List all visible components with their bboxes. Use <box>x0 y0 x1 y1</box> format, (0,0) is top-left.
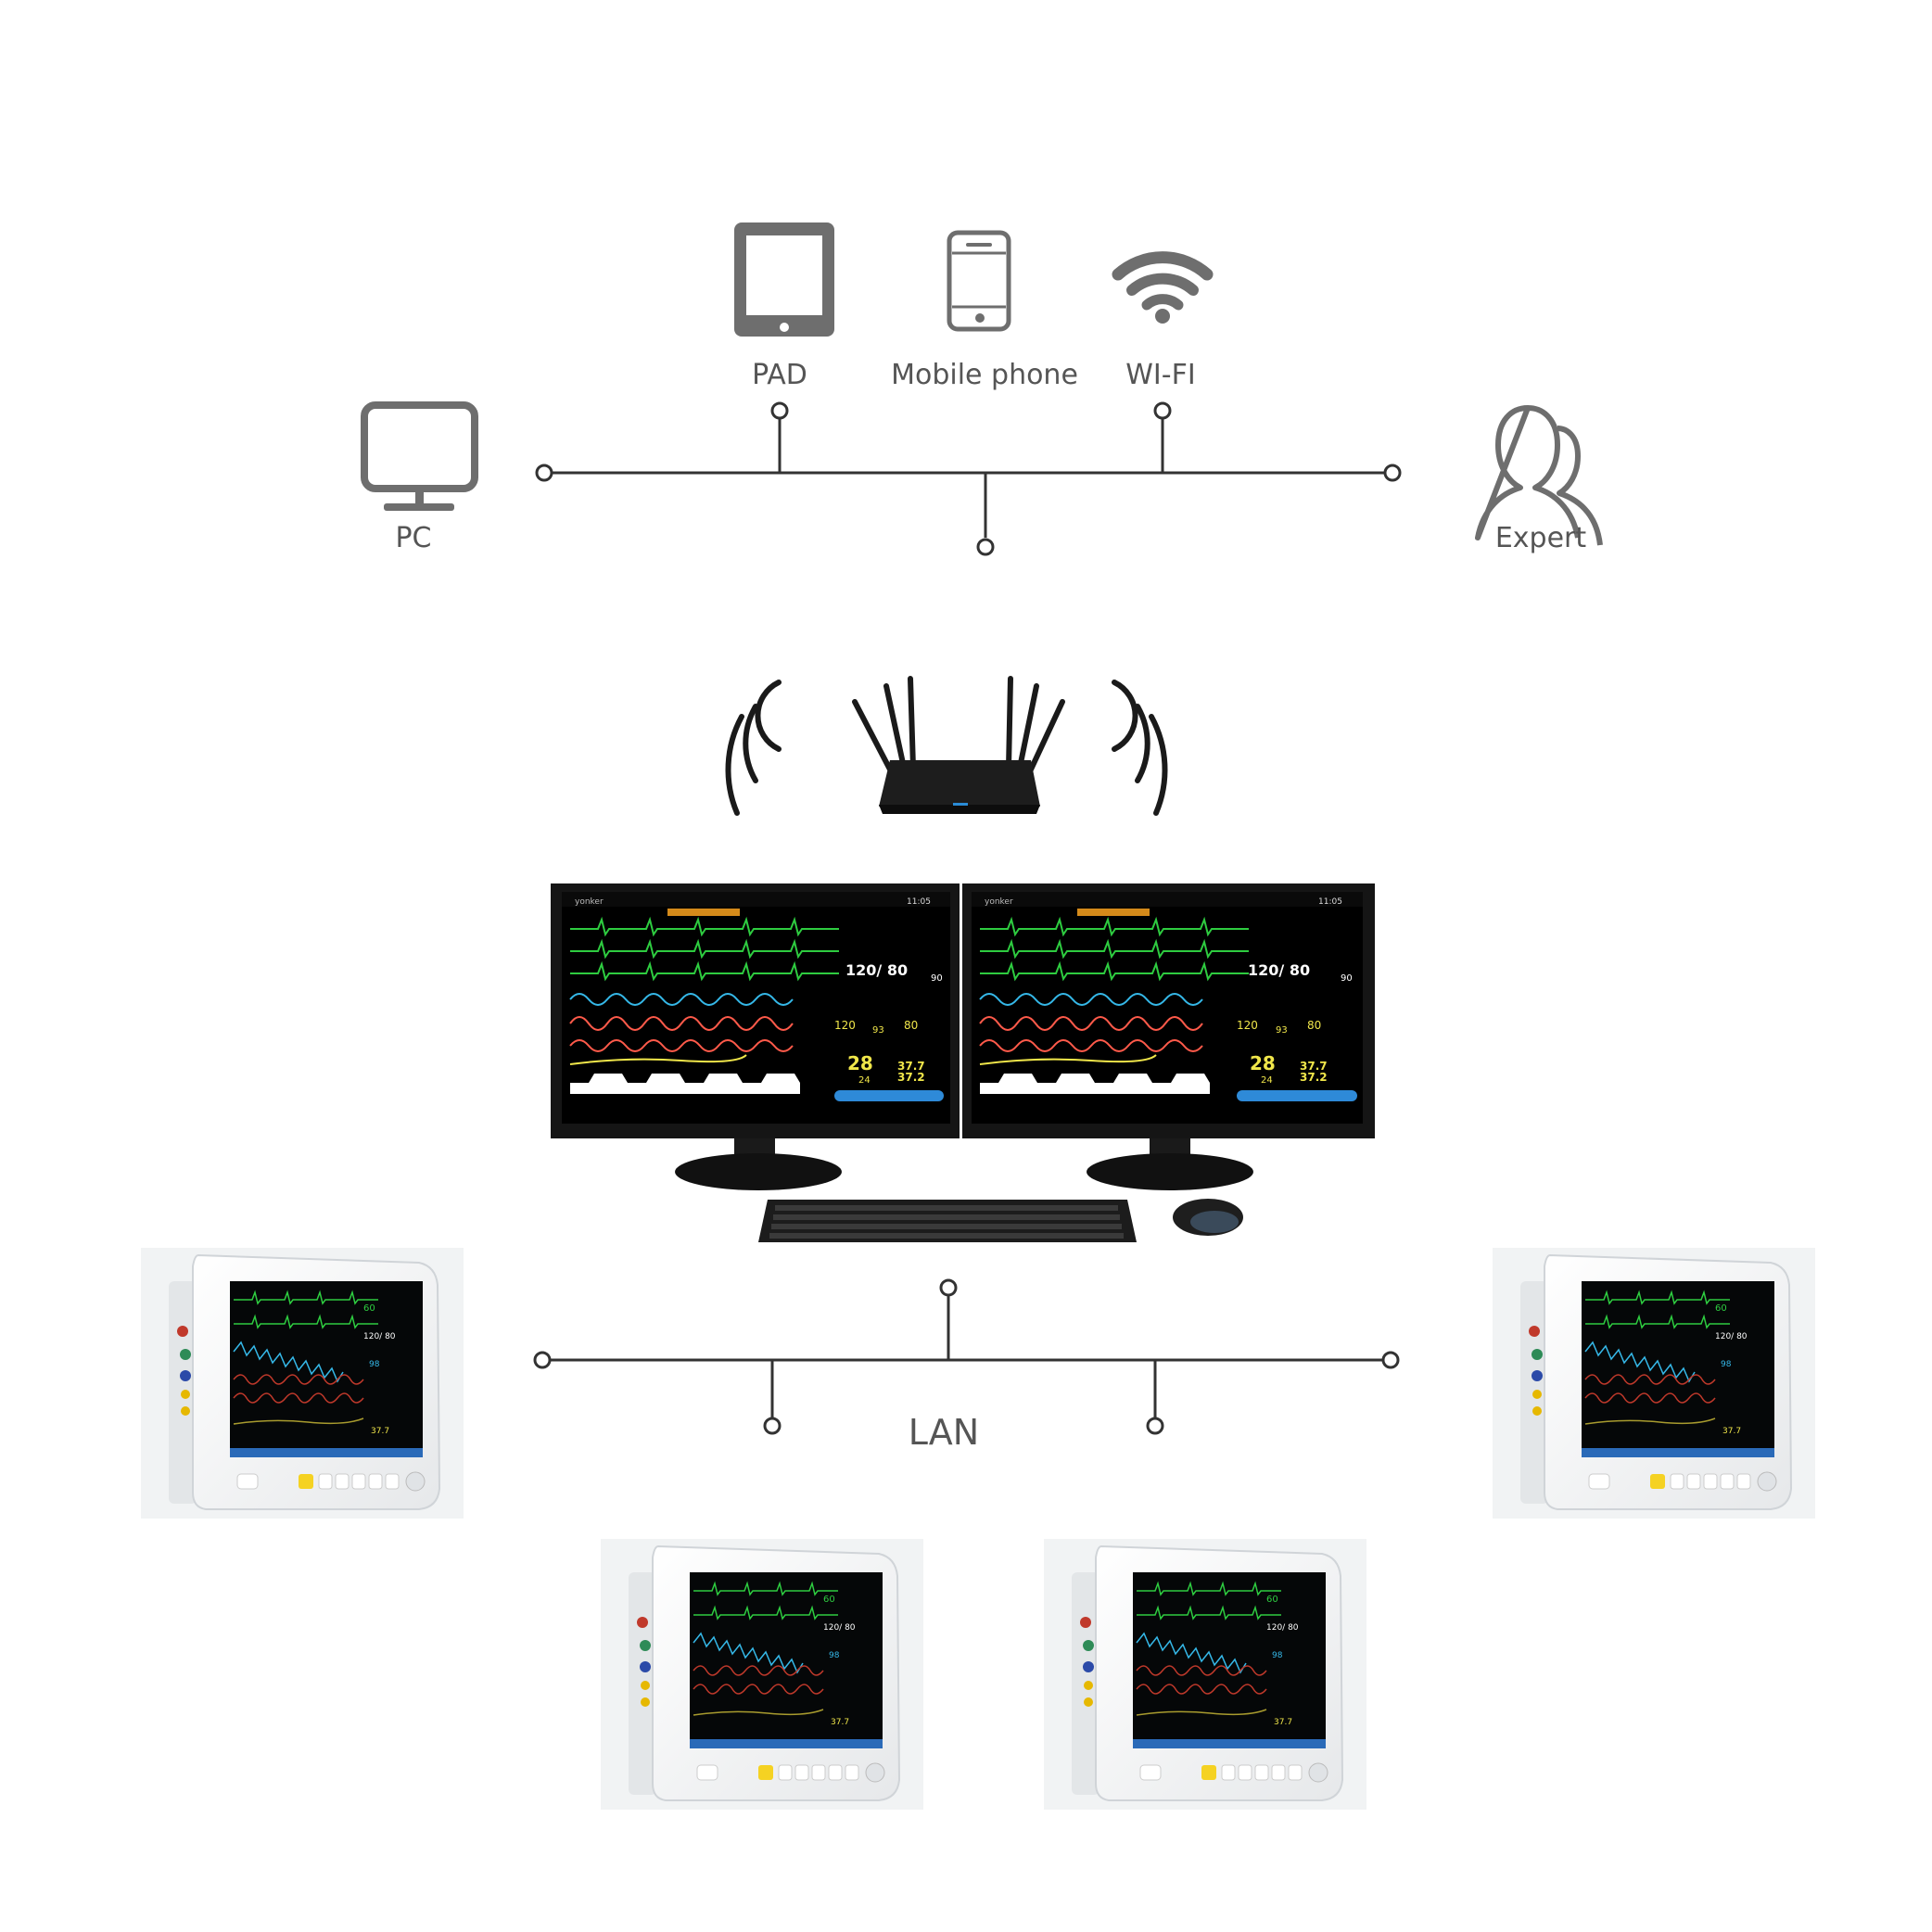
pc-label: PC <box>395 522 431 554</box>
svg-text:24: 24 <box>858 1075 871 1086</box>
svg-text:80: 80 <box>1307 1019 1321 1032</box>
svg-text:28: 28 <box>847 1052 873 1074</box>
svg-text:93: 93 <box>872 1025 884 1036</box>
svg-text:37.2: 37.2 <box>897 1071 925 1084</box>
tablet-icon <box>734 222 834 337</box>
mobile-phone-label: Mobile phone <box>891 359 1078 391</box>
monitor-bp-left: 120/ 80 <box>845 961 908 979</box>
pad-node <box>772 403 787 418</box>
svg-text:120/ 80: 120/ 80 <box>1715 1332 1748 1341</box>
patient-monitor-3: 60 120/ 80 98 37.7 <box>601 1539 923 1810</box>
monitor-left: yonker 11:05 120/ 80 90 120 93 80 28 37.… <box>551 883 960 1190</box>
patient-monitor-4: 60 120/ 80 98 37.7 <box>1044 1539 1366 1810</box>
svg-text:98: 98 <box>369 1360 380 1369</box>
lan-label: LAN <box>909 1412 979 1453</box>
wifi-icon <box>1118 258 1207 324</box>
bus-node-left <box>537 465 552 480</box>
monitor-bp-right: 120/ 80 <box>1248 961 1310 979</box>
central-node <box>978 540 993 554</box>
pc-icon <box>364 405 475 511</box>
svg-text:120/ 80: 120/ 80 <box>363 1332 396 1341</box>
mobile-phone-icon <box>949 233 1009 329</box>
svg-text:98: 98 <box>1272 1651 1283 1660</box>
svg-text:93: 93 <box>1276 1025 1288 1036</box>
svg-text:90: 90 <box>1341 973 1353 984</box>
patient-monitor-1: 60 120/ 80 98 37.7 <box>141 1248 464 1519</box>
svg-text:60: 60 <box>1266 1595 1278 1605</box>
svg-text:120/ 80: 120/ 80 <box>823 1623 856 1633</box>
expert-label: Expert <box>1495 522 1587 554</box>
svg-text:28: 28 <box>1250 1052 1276 1074</box>
patient-monitor-2: 60 120/ 80 98 37.7 <box>1493 1248 1815 1519</box>
central-station: yonker 11:05 120/ 80 90 120 93 80 28 37.… <box>551 883 1375 1242</box>
svg-text:90: 90 <box>931 973 943 984</box>
svg-text:120: 120 <box>834 1019 856 1032</box>
svg-text:60: 60 <box>1715 1303 1727 1314</box>
svg-text:37.7: 37.7 <box>1722 1427 1741 1436</box>
monitor-brand-left: yonker <box>575 897 604 907</box>
wifi-node <box>1155 403 1170 418</box>
svg-text:120/ 80: 120/ 80 <box>1266 1623 1299 1633</box>
top-network: PC PAD Mobile phone WI-FI <box>364 222 1600 554</box>
pad-label: PAD <box>752 359 807 391</box>
lan-network: LAN <box>535 1280 1398 1453</box>
svg-text:98: 98 <box>829 1651 840 1660</box>
svg-text:37.2: 37.2 <box>1300 1071 1328 1084</box>
router <box>728 679 1164 814</box>
svg-text:37.7: 37.7 <box>831 1718 849 1727</box>
mouse-icon <box>1173 1199 1243 1236</box>
keyboard-icon <box>758 1200 1137 1242</box>
monitor-brand-right: yonker <box>985 897 1013 907</box>
svg-text:120: 120 <box>1237 1019 1258 1032</box>
svg-text:60: 60 <box>363 1303 375 1314</box>
monitor-time-right: 11:05 <box>1318 897 1342 907</box>
svg-text:98: 98 <box>1721 1360 1732 1369</box>
svg-text:37.7: 37.7 <box>371 1427 389 1436</box>
monitor-right: yonker 11:05 120/ 80 90 120 93 80 28 37.… <box>962 883 1375 1190</box>
svg-text:37.7: 37.7 <box>1274 1718 1292 1727</box>
svg-text:24: 24 <box>1261 1075 1273 1086</box>
bus-node-right <box>1385 465 1400 480</box>
svg-text:60: 60 <box>823 1595 835 1605</box>
wifi-label: WI-FI <box>1125 359 1195 391</box>
monitor-time-left: 11:05 <box>907 897 931 907</box>
svg-text:80: 80 <box>904 1019 918 1032</box>
